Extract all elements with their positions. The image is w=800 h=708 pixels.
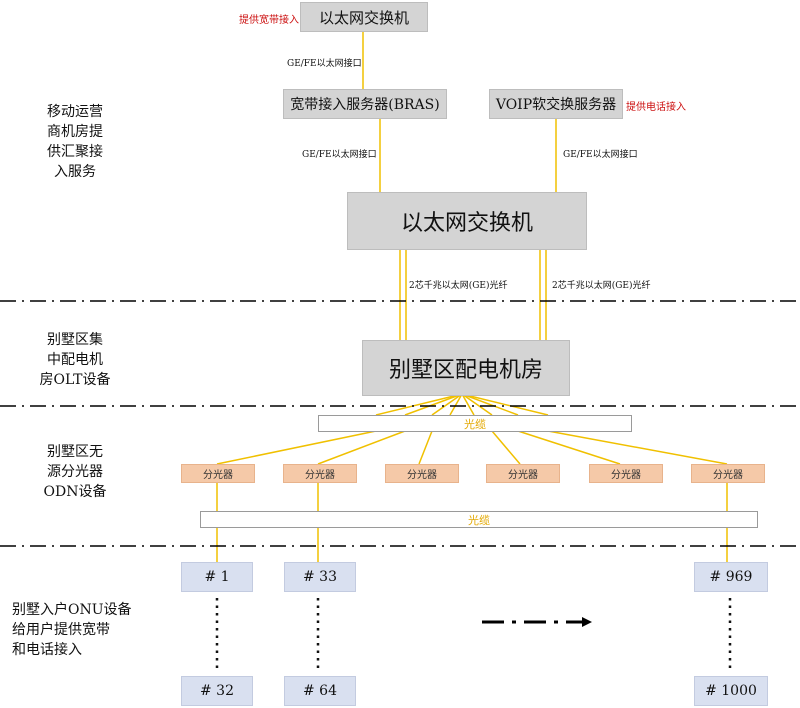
- splitter-1: 分光器: [181, 464, 255, 483]
- splitter-6: 分光器: [691, 464, 765, 483]
- continuation-arrow: [482, 617, 592, 627]
- section-label-onu: 别墅入户ONU设备 给用户提供宽带 和电话接入: [12, 602, 132, 658]
- splitter-5: 分光器: [589, 464, 663, 483]
- onu-label: # 32: [200, 683, 234, 699]
- section-label-odn: 别墅区无 源分光器 ODN设备: [43, 444, 107, 500]
- onu-label: # 969: [709, 569, 753, 585]
- onu-label: # 64: [303, 683, 337, 699]
- section-separators: [0, 300, 800, 547]
- onu-label: # 33: [303, 569, 337, 585]
- splitter-4: 分光器: [486, 464, 560, 483]
- splitter-label: 分光器: [508, 470, 538, 481]
- fiber-label-left: 2芯千兆以太网(GE)光纤: [409, 281, 508, 291]
- splitter-3: 分光器: [385, 464, 459, 483]
- onu-label: # 1000: [705, 683, 757, 699]
- splitter-label: 分光器: [407, 470, 437, 481]
- phone-note: 提供电话接入: [626, 102, 686, 113]
- main-switch-label: 以太网交换机: [400, 211, 533, 236]
- olt-room: 别墅区配电机房: [362, 340, 570, 396]
- link-label-voip: GE/FE以太网接口: [563, 150, 638, 160]
- splitter-label: 分光器: [305, 470, 335, 481]
- onu-label: # 1: [204, 569, 230, 585]
- optical-cable-top: 光缆: [318, 415, 632, 432]
- bras-server: 宽带接入服务器(BRAS): [283, 89, 447, 119]
- onu-969: # 969: [694, 562, 768, 592]
- onu-1000: # 1000: [694, 676, 768, 706]
- splitter-2: 分光器: [283, 464, 357, 483]
- cable-top-label: 光缆: [464, 417, 486, 431]
- onu-32: # 32: [181, 676, 253, 706]
- onu-1: # 1: [181, 562, 253, 592]
- section-label-carrier: 移动运营 商机房提 供汇聚接 入服务: [47, 104, 103, 180]
- onu-dotted-chains: [215, 598, 732, 670]
- cable-bottom-label: 光缆: [468, 513, 490, 527]
- splitter-label: 分光器: [713, 470, 743, 481]
- onu-64: # 64: [284, 676, 356, 706]
- broadband-note: 提供宽带接入: [239, 15, 299, 26]
- link-label-top: GE/FE以太网接口: [287, 59, 362, 69]
- optical-cable-bottom: 光缆: [200, 511, 758, 528]
- voip-server: VOIP软交换服务器: [489, 89, 623, 119]
- section-label-olt: 别墅区集 中配电机 房OLT设备: [39, 332, 111, 388]
- splitter-label: 分光器: [611, 470, 641, 481]
- connectors: [216, 30, 728, 562]
- top-switch-label: 以太网交换机: [318, 8, 409, 27]
- olt-room-label: 别墅区配电机房: [388, 358, 543, 383]
- main-ethernet-switch: 以太网交换机: [347, 192, 587, 250]
- voip-label: VOIP软交换服务器: [495, 97, 617, 113]
- splitter-label: 分光器: [203, 470, 233, 481]
- onu-33: # 33: [284, 562, 356, 592]
- top-ethernet-switch: 以太网交换机: [300, 2, 428, 32]
- bras-label: 宽带接入服务器(BRAS): [290, 97, 440, 113]
- fiber-label-right: 2芯千兆以太网(GE)光纤: [552, 281, 651, 291]
- link-label-bras: GE/FE以太网接口: [302, 150, 377, 160]
